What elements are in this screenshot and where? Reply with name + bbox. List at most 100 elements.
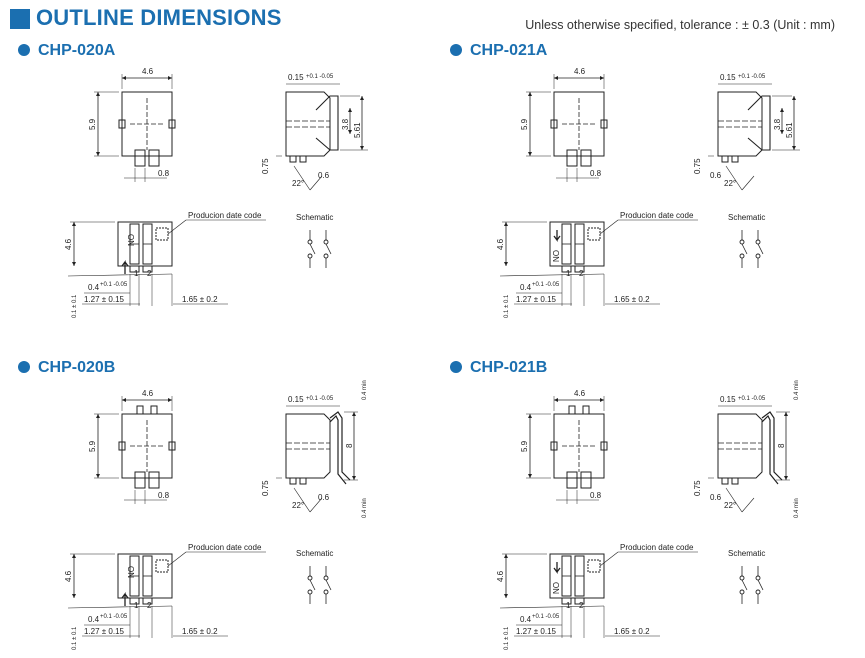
outline-rect [155, 559, 169, 573]
outline-rect [550, 441, 558, 451]
arrow-head [122, 398, 126, 402]
outline-rect [129, 265, 140, 273]
side-offset-label: 0.1 ± 0.1 [504, 626, 510, 650]
min-label: 0.4 min [362, 380, 368, 400]
side-offset-label: 0.1 ± 0.1 [72, 294, 78, 318]
min-label: 0.4 min [362, 498, 368, 518]
pad-label: 0.8 [158, 491, 170, 500]
angle-label: 22° [724, 179, 736, 188]
switch-contact [323, 575, 329, 581]
arrow-head [504, 594, 508, 598]
terminal-lead [329, 414, 347, 485]
thickness-label: 0.15 [288, 73, 304, 82]
side-body [285, 91, 331, 157]
pitch-label: 1.27 ± 0.15 [84, 295, 125, 304]
switch-contact [739, 253, 745, 259]
lead-0-6-label: 0.6 [710, 493, 722, 502]
date-code-label: Producion date code [188, 543, 262, 552]
angle-label: 22° [724, 501, 736, 510]
outline-rect [134, 471, 146, 489]
switch-number: 1 [134, 601, 139, 610]
arrow-icon [121, 260, 129, 274]
outline-rect [580, 149, 592, 167]
switch-number: 1 [134, 269, 139, 278]
d04-label: 0.4 [520, 615, 532, 624]
tolerance-label: +0.1 -0.05 [532, 614, 560, 620]
outline-rect [721, 477, 729, 485]
arrow-head [96, 92, 100, 96]
tolerance-note: Unless otherwise specified, tolerance : … [525, 18, 835, 32]
tolerance-label: +0.1 -0.05 [738, 74, 766, 80]
height-3-8-label: 3.8 [773, 118, 782, 130]
lead-0-6-label: 0.6 [710, 171, 722, 180]
switch-contact [307, 239, 313, 245]
arrow-head [360, 96, 364, 100]
lead-label: 0.75 [693, 480, 702, 496]
date-code-label: Producion date code [620, 211, 694, 220]
outline-rect [121, 413, 173, 479]
outline-rect [148, 471, 160, 489]
min-label: 0.4 min [794, 498, 800, 518]
schematic-label: Schematic [296, 213, 333, 222]
pitch-label: 1.27 ± 0.15 [516, 295, 557, 304]
lead-0-6-label: 0.6 [318, 171, 330, 180]
arrow-icon [553, 230, 561, 242]
bullet-icon [18, 44, 30, 56]
date-code-label: Producion date code [188, 211, 262, 220]
terminal-lead [761, 414, 779, 485]
outline-rect [168, 441, 176, 451]
height-3-8-label: 3.8 [341, 118, 350, 130]
tolerance-label: +0.1 -0.05 [532, 282, 560, 288]
thickness-label: 0.15 [720, 395, 736, 404]
outline-rect [731, 155, 739, 163]
d165-label: 1.65 ± 0.2 [614, 295, 650, 304]
outline-rect [600, 119, 608, 129]
outline-rect [731, 477, 739, 485]
arrow-head [554, 76, 558, 80]
switch-contact [755, 589, 761, 595]
arrow-head [504, 262, 508, 266]
pitch-label: 1.27 ± 0.15 [516, 627, 557, 636]
min-label: 0.4 min [794, 380, 800, 400]
model-title-chp-021b: CHP-021B [450, 359, 547, 377]
outline-rect [299, 477, 307, 485]
switch-contact [307, 589, 313, 595]
line [741, 243, 748, 255]
side-offset-label: 0.1 ± 0.1 [72, 626, 78, 650]
actuator [747, 95, 771, 151]
switch-label: ON [126, 566, 135, 578]
arrow-head [352, 476, 356, 480]
line [309, 579, 316, 591]
arrow-head [96, 152, 100, 156]
side-height-label: 4.6 [496, 570, 505, 582]
arrow-head [528, 92, 532, 96]
line [725, 165, 743, 191]
switch-contact [307, 575, 313, 581]
side-height-label: 4.6 [496, 238, 505, 250]
arrow-head [348, 108, 352, 112]
outline-rect [582, 405, 590, 415]
actuator [315, 95, 339, 151]
arrow-head [528, 152, 532, 156]
outline-rect [587, 559, 601, 573]
outline-rect [142, 597, 153, 605]
line [499, 605, 605, 609]
lead-label: 0.75 [693, 158, 702, 174]
switch-number: 2 [147, 269, 152, 278]
arrow-head [554, 398, 558, 402]
width-label: 4.6 [142, 67, 154, 76]
outline-rect [155, 227, 169, 241]
thickness-label: 0.15 [288, 395, 304, 404]
arrow-icon [553, 562, 561, 574]
height-label: 5.9 [520, 118, 529, 130]
outline-rect [600, 441, 608, 451]
lead-0-6-label: 0.6 [318, 493, 330, 502]
pad-label: 0.8 [590, 491, 602, 500]
outline-rect [118, 441, 126, 451]
switch-contact [755, 239, 761, 245]
switch-contact [755, 575, 761, 581]
outline-rect [118, 119, 126, 129]
outline-rect [566, 149, 578, 167]
